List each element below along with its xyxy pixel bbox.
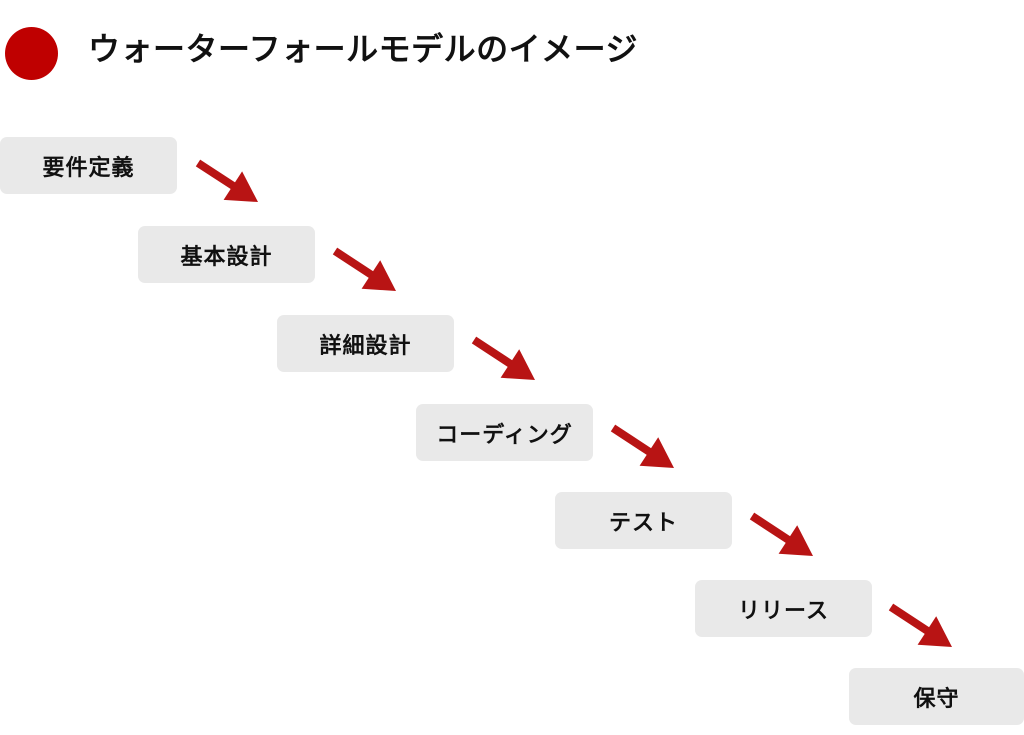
phase-box-label: 基本設計 — [180, 244, 273, 270]
phase-box[interactable]: 詳細設計 — [277, 315, 454, 372]
arrow-head — [639, 437, 674, 468]
phase-box[interactable]: テスト — [555, 492, 732, 549]
phase-box-label: 要件定義 — [42, 155, 135, 181]
arrow-head — [500, 349, 535, 380]
phase-box-label: 保守 — [913, 686, 960, 712]
flow-arrow — [332, 247, 396, 291]
phase-box-label: テスト — [608, 510, 678, 536]
arrow-head — [778, 525, 813, 556]
phase-box[interactable]: コーディング — [416, 404, 593, 461]
flow-arrow — [749, 512, 813, 556]
header: ウォーターフォールモデルのイメージ — [0, 0, 1024, 110]
arrow-head — [361, 260, 396, 291]
phase-box-label: 詳細設計 — [319, 333, 412, 359]
flow-arrow — [888, 603, 952, 647]
red-circle-bullet-icon — [5, 27, 58, 80]
arrow-shaft — [888, 603, 935, 638]
arrow-shaft — [610, 424, 657, 459]
arrow-head — [223, 171, 258, 202]
phase-box-label: リリース — [738, 598, 829, 624]
flow-arrow — [195, 159, 258, 202]
arrow-shaft — [749, 512, 796, 547]
phase-box-label: コーディング — [436, 422, 573, 448]
arrow-shaft — [332, 247, 379, 282]
page-title: ウォーターフォールモデルのイメージ — [88, 30, 638, 68]
flow-arrow — [610, 424, 674, 468]
phase-box[interactable]: リリース — [695, 580, 872, 637]
phase-box[interactable]: 要件定義 — [0, 137, 177, 194]
arrow-shaft — [471, 336, 518, 371]
arrow-shaft — [195, 159, 241, 193]
arrow-head — [917, 616, 952, 647]
flow-arrow — [471, 336, 535, 380]
phase-box[interactable]: 基本設計 — [138, 226, 315, 283]
phase-box[interactable]: 保守 — [849, 668, 1024, 725]
